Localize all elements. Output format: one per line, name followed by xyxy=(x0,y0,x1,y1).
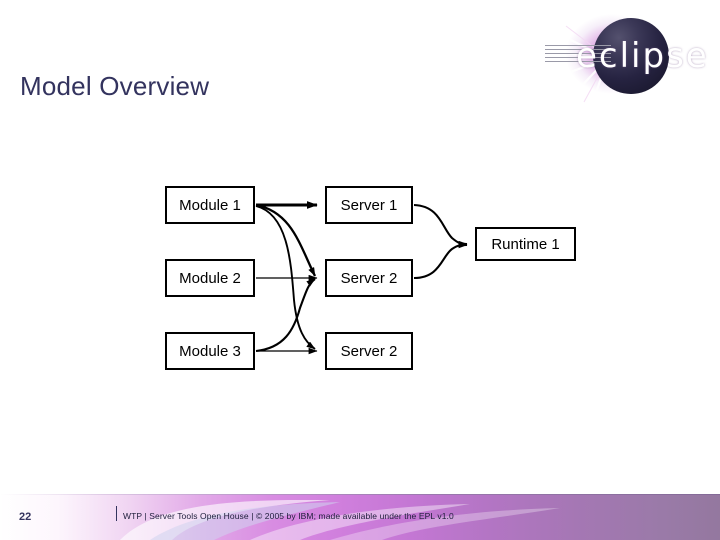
node-module-1[interactable]: Module 1 xyxy=(165,186,255,224)
edge-module1-server3 xyxy=(255,205,316,350)
page-title: Model Overview xyxy=(20,71,210,101)
node-label: Module 2 xyxy=(179,269,241,287)
edge-server1-runtime1 xyxy=(413,203,468,248)
diagram-edges xyxy=(255,201,468,355)
footer-divider xyxy=(116,506,117,521)
logo-lines-icon xyxy=(545,45,611,67)
logo-wordmark: eclipse xyxy=(576,36,709,76)
node-label: Module 3 xyxy=(179,342,241,360)
edge-module1-server2 xyxy=(255,203,317,277)
node-runtime-1[interactable]: Runtime 1 xyxy=(475,227,576,261)
node-label: Server 1 xyxy=(340,196,398,214)
node-label: Runtime 1 xyxy=(491,235,560,253)
model-overview-diagram: Module 1 Module 2 Module 3 Server 1 Serv… xyxy=(165,186,576,370)
logo-sphere xyxy=(593,18,669,94)
footer-text: WTP | Server Tools Open House | © 2005 b… xyxy=(123,511,454,521)
page-number: 22 xyxy=(19,511,32,523)
node-label: Server 2 xyxy=(340,342,398,360)
edge-server2-runtime1 xyxy=(413,241,468,280)
node-label: Module 1 xyxy=(179,196,241,214)
node-server-2[interactable]: Server 2 xyxy=(325,259,413,297)
node-module-2[interactable]: Module 2 xyxy=(165,259,255,297)
edge-module3-server2 xyxy=(255,278,316,353)
footer-top-rule xyxy=(0,494,720,495)
eclipse-logo: eclipse xyxy=(540,0,720,112)
node-label: Server 2 xyxy=(340,269,398,287)
node-server-3[interactable]: Server 2 xyxy=(325,332,413,370)
node-module-3[interactable]: Module 3 xyxy=(165,332,255,370)
node-server-1[interactable]: Server 1 xyxy=(325,186,413,224)
